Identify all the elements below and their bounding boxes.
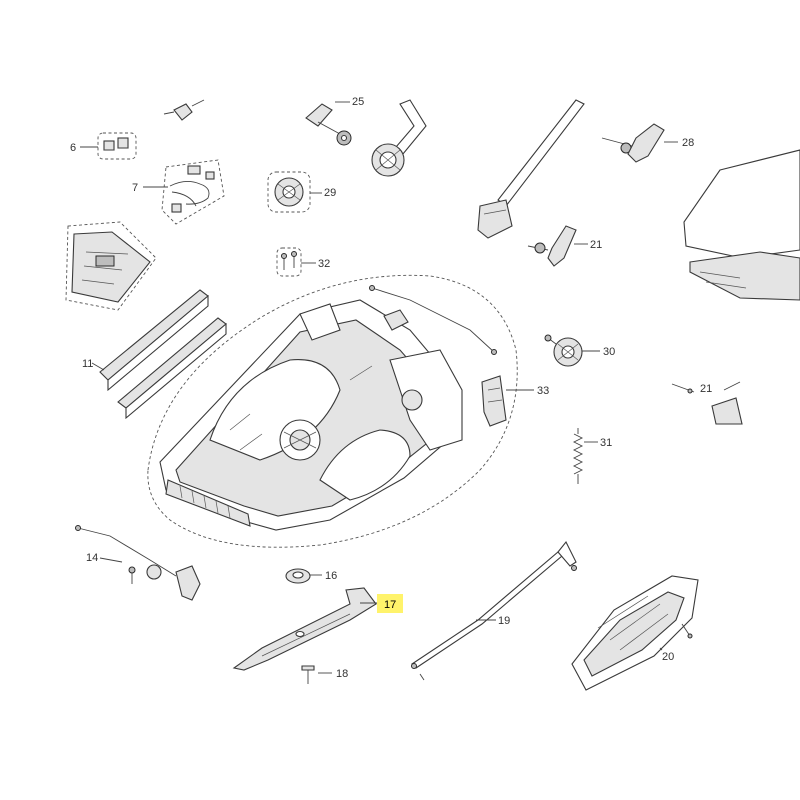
part-18-blade-bolt[interactable] (301, 665, 315, 684)
deck-latch[interactable] (383, 309, 409, 331)
part-30-wheel-hub-top[interactable] (267, 171, 311, 213)
callout-17-highlight (377, 594, 403, 613)
part-19-handle-rod[interactable] (411, 540, 577, 681)
part-29-height-lever[interactable] (527, 225, 577, 267)
height-adjust-bracket[interactable] (481, 375, 507, 427)
callout-25: 25 (352, 96, 364, 108)
grass-box-cover[interactable] (683, 149, 800, 425)
part-11-foam-strips[interactable] (99, 289, 227, 420)
callout-30-right: 30 (603, 346, 615, 358)
callout-11: 11 (82, 358, 93, 370)
callout-16: 16 (325, 570, 337, 582)
part-31-spring[interactable] (572, 428, 584, 484)
part-16-blade-adapter[interactable] (285, 568, 311, 584)
callout-31: 31 (600, 437, 612, 449)
part-6-connector[interactable] (97, 132, 137, 160)
part-14-brake-cable[interactable] (75, 525, 201, 601)
callout-30-top: 29 (324, 187, 336, 199)
upper-handle-tube[interactable] (371, 99, 427, 177)
switch-part[interactable] (163, 99, 205, 121)
part-7-wiring-harness[interactable] (161, 159, 225, 225)
callout-7: 7 (132, 182, 138, 194)
part-25-rear-wheel-arm[interactable] (305, 103, 352, 146)
rear-cover-assembly[interactable] (65, 221, 157, 311)
part-33-mower-deck[interactable] (147, 274, 518, 548)
callout-17: 17 (384, 599, 396, 611)
callout-6: 6 (70, 142, 76, 154)
part-21-pin[interactable] (671, 383, 695, 394)
part-30-wheel-hub-right[interactable] (544, 334, 583, 367)
callout-19: 19 (498, 615, 510, 627)
handle-bar[interactable] (477, 99, 585, 239)
part-32-screws[interactable] (276, 247, 302, 277)
callout-21: 21 (700, 383, 712, 395)
callout-18: 18 (336, 668, 348, 680)
deck-rod[interactable] (369, 285, 497, 355)
callout-14: 14 (86, 552, 98, 564)
callout-20: 20 (662, 651, 674, 663)
callout-32: 32 (318, 258, 330, 270)
part-20-discharge-cover[interactable] (571, 575, 699, 691)
part-28-handle-lever[interactable] (601, 123, 665, 163)
callout-33: 33 (537, 385, 549, 397)
callout-29: 21 (590, 239, 602, 251)
part-17-blade[interactable] (232, 587, 377, 671)
callout-28: 28 (682, 137, 694, 149)
